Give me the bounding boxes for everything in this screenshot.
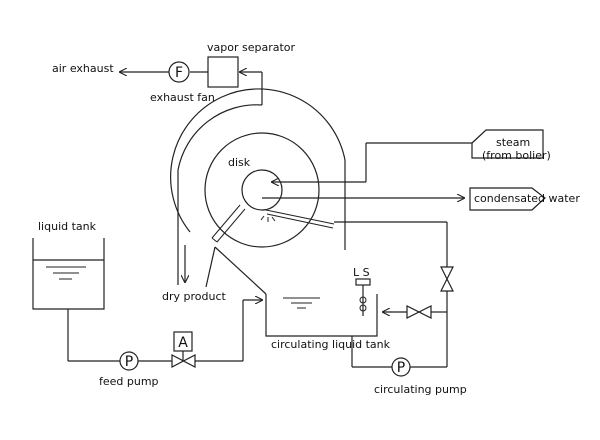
liquid-tank	[32, 238, 105, 310]
condensate-line	[262, 187, 546, 211]
feed-pump-label: feed pump	[99, 375, 159, 388]
condensated-water-label: condensated water	[474, 192, 580, 205]
drum-circle	[204, 132, 320, 248]
steam-source-box	[471, 129, 544, 159]
vapor-separator-label: vapor separator	[207, 41, 296, 54]
exhaust-fan-label: exhaust fan	[150, 91, 215, 104]
dry-product-chute	[185, 245, 267, 295]
spray-nozzle	[260, 209, 335, 229]
level-switch-head	[355, 278, 371, 286]
feed-pump-letter: P	[125, 354, 133, 370]
liquid-tank-label: liquid tank	[38, 220, 97, 233]
feed-valve-actuator	[173, 331, 193, 352]
vapor-line	[120, 56, 263, 105]
valve-bypass	[406, 305, 432, 319]
steam-label: steam	[496, 136, 530, 149]
steam-source-label: (from bolier)	[482, 149, 551, 162]
air-exhaust-label: air exhaust	[52, 62, 114, 75]
level-switch-label: L S	[353, 266, 370, 279]
dryer-casing	[170, 88, 346, 285]
steam-line	[272, 129, 544, 182]
valve-vertical	[440, 266, 454, 292]
circulating-liquid-tank	[243, 278, 378, 337]
feed-line	[67, 300, 244, 371]
disk-label: disk	[228, 156, 251, 169]
actuator-letter: A	[178, 335, 188, 351]
disk-hub	[241, 169, 283, 211]
scraper	[211, 204, 246, 243]
circulating-pump-label: circulating pump	[374, 383, 467, 396]
circ-pump-letter: P	[397, 360, 405, 376]
recirculation-line	[334, 221, 454, 367]
circulating-liquid-tank-label: circulating liquid tank	[271, 338, 391, 351]
vapor-separator-box	[207, 56, 239, 88]
fan-letter: F	[175, 65, 183, 81]
dry-product-label: dry product	[162, 290, 227, 303]
circulating-pump-loop	[351, 336, 447, 377]
condensate-box	[469, 187, 546, 211]
